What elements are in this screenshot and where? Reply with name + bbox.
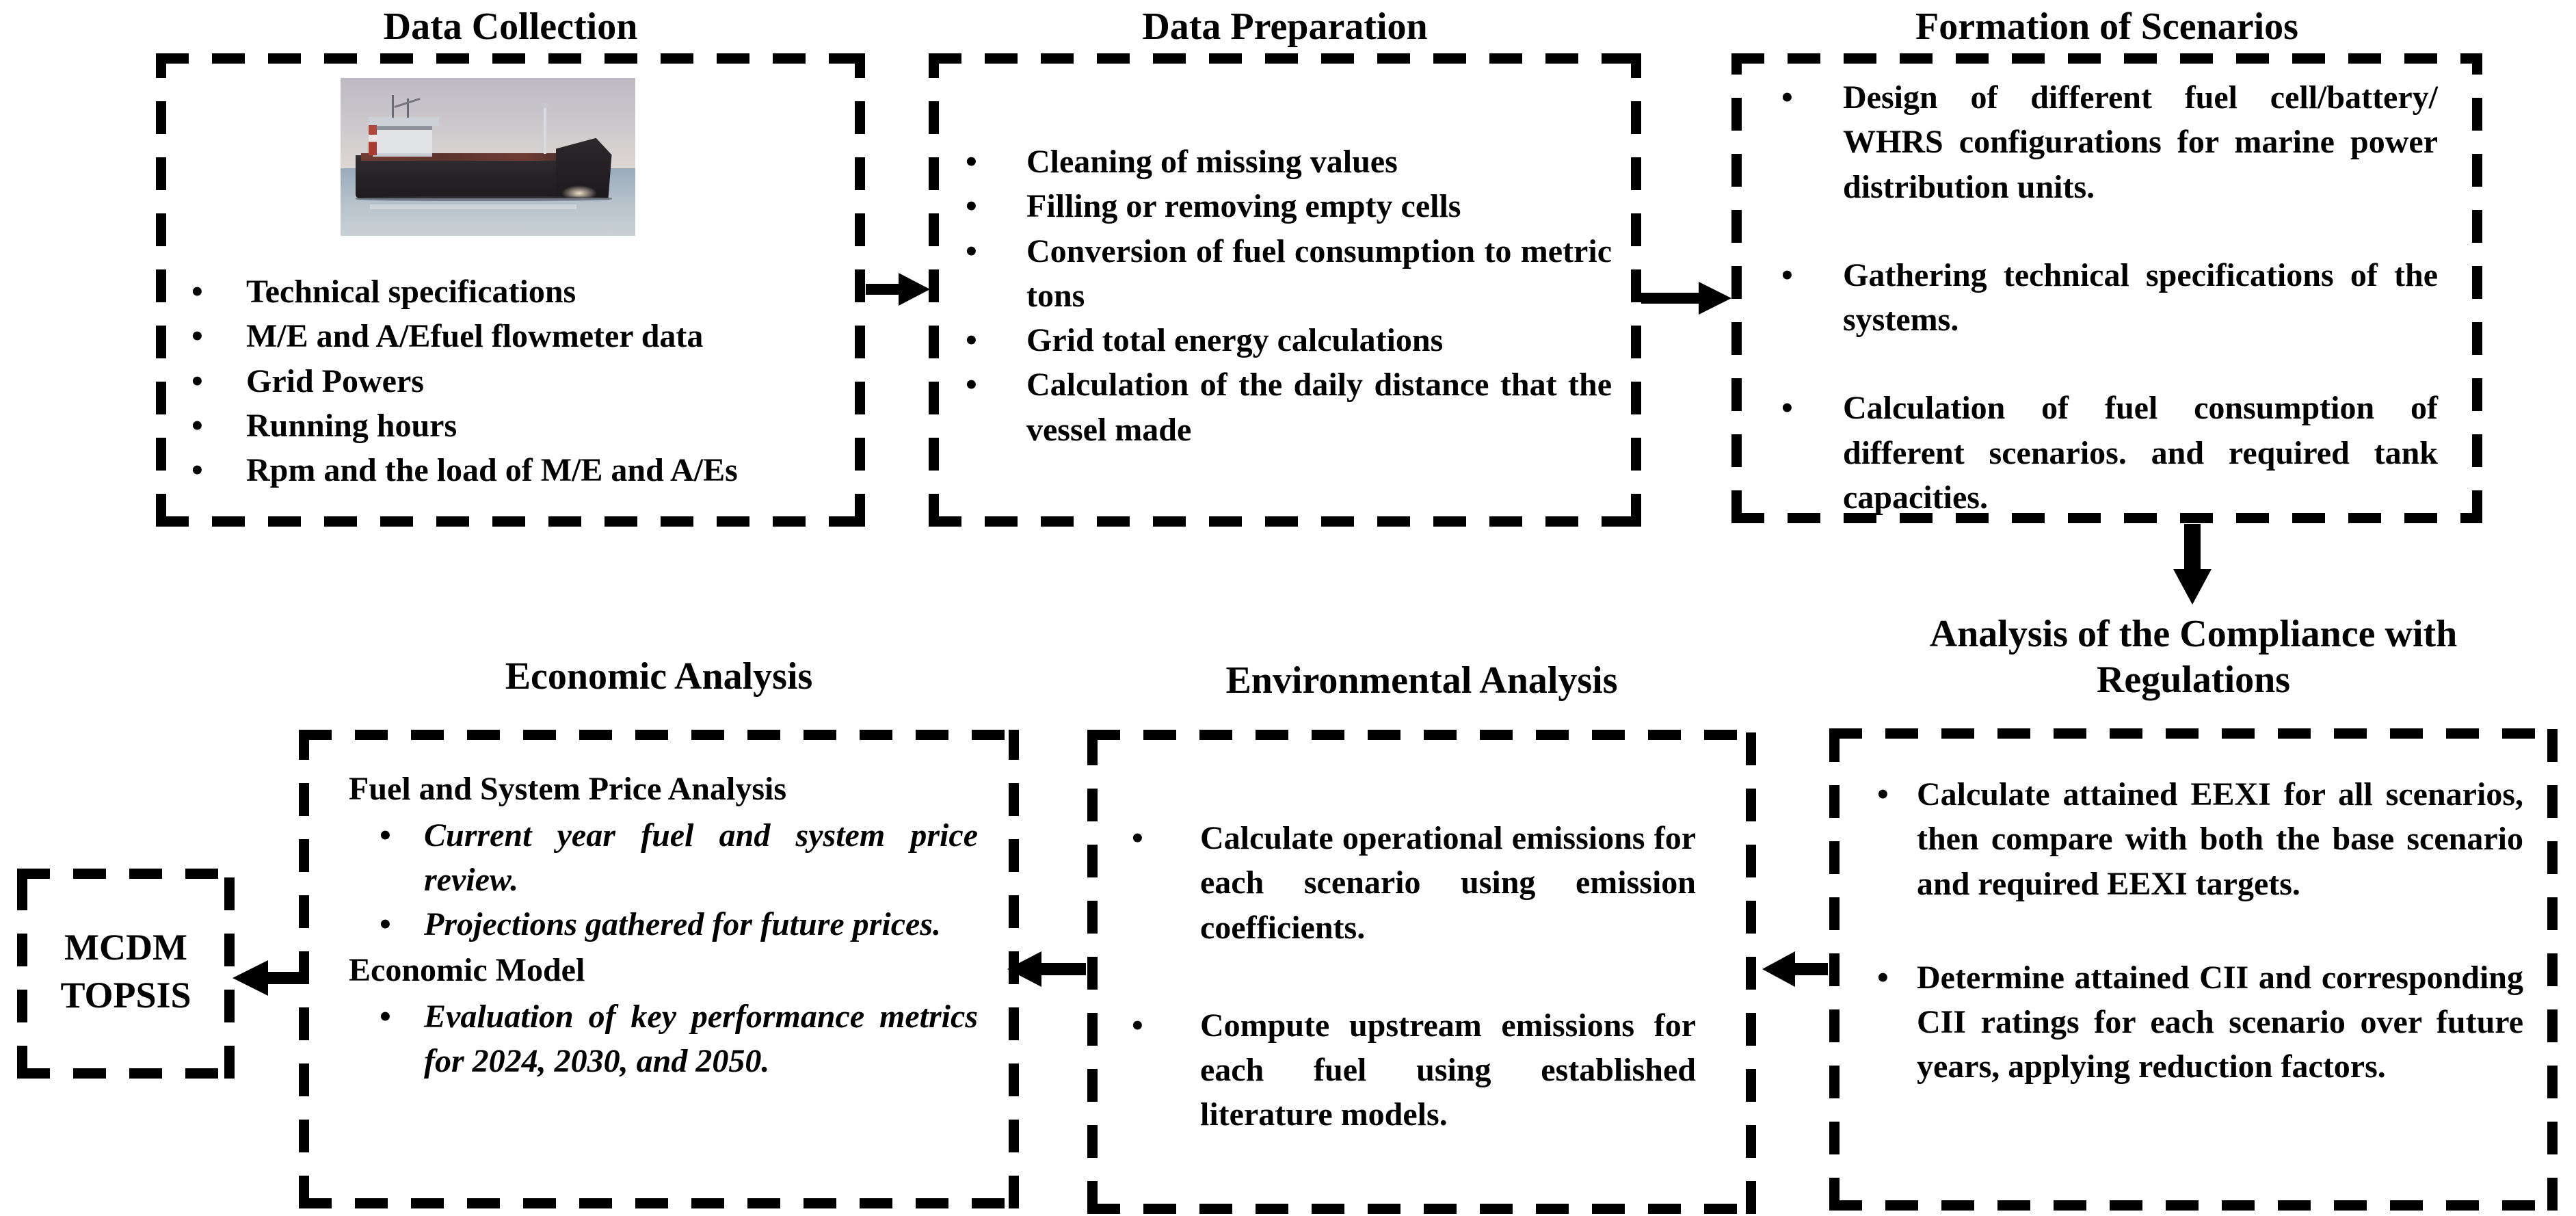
bullet-icon	[191, 314, 246, 358]
bullet-icon	[1877, 772, 1917, 906]
hull-waterline-shadow	[355, 196, 612, 202]
list-item: Grid Powers	[191, 359, 831, 404]
title-economic-analysis: Economic Analysis	[505, 655, 813, 698]
box-compliance-analysis: Calculate attained EEXI for all scenario…	[1829, 728, 2558, 1211]
bullet-icon	[191, 448, 246, 492]
compliance-list: Calculate attained EEXI for all scenario…	[1877, 772, 2523, 1089]
arrow-collection-to-preparation	[866, 273, 930, 306]
list-item: Technical specifications	[191, 269, 831, 314]
list-item: Current year fuel and system price revie…	[380, 813, 978, 903]
data-collection-list: Technical specifications M/E and A/Efuel…	[191, 269, 831, 492]
bullet-icon	[191, 404, 246, 448]
bullet-icon	[1132, 816, 1200, 950]
title-data-collection: Data Collection	[383, 5, 638, 48]
list-item: Gathering technical specifications of th…	[1781, 253, 2438, 343]
economic-model-list: Evaluation of key performance metrics fo…	[380, 994, 978, 1084]
list-item: Running hours	[191, 404, 831, 448]
ship-foremast	[544, 105, 547, 154]
economic-section-heading: Fuel and System Price Analysis	[349, 771, 787, 807]
box-environmental-analysis: Calculate operational emissions for each…	[1087, 730, 1756, 1214]
ship-hull	[355, 155, 585, 198]
sea-reflection	[370, 204, 576, 209]
box-data-preparation: Cleaning of missing values Filling or re…	[929, 53, 1641, 527]
bullet-icon	[1877, 955, 1917, 1089]
bullet-icon	[1781, 386, 1843, 520]
ship-bridge-deck	[368, 116, 440, 127]
economic-price-list: Current year fuel and system price revie…	[380, 813, 978, 947]
bullet-icon	[966, 318, 1026, 362]
bullet-icon	[966, 229, 1026, 319]
ship-mast-aft-1	[392, 95, 395, 118]
bullet-icon	[1132, 1003, 1200, 1137]
list-item: M/E and A/Efuel flowmeter data	[191, 314, 831, 358]
list-item: Filling or removing empty cells	[966, 184, 1612, 228]
box-data-collection: Technical specifications M/E and A/Efuel…	[156, 53, 865, 527]
ship-flag-stripe	[369, 125, 377, 156]
ship-photo	[341, 78, 635, 236]
bullet-icon	[380, 813, 424, 903]
economic-content: Fuel and System Price Analysis Current y…	[349, 765, 981, 1084]
list-item: Projections gathered for future prices.	[380, 902, 978, 947]
environmental-list: Calculate operational emissions for each…	[1132, 816, 1696, 1137]
list-item: Determine attained CII and corresponding…	[1877, 955, 2523, 1089]
list-item: Calculation of fuel consumption of diffe…	[1781, 386, 2438, 520]
list-item: Rpm and the load of M/E and A/Es	[191, 448, 831, 492]
economic-section-heading: Economic Model	[349, 952, 585, 989]
formation-of-scenarios-list: Design of different fuel cell/battery/ W…	[1781, 75, 2438, 520]
bullet-icon	[966, 184, 1026, 228]
arrow-compliance-to-environmental	[1762, 951, 1828, 987]
list-item: Conversion of fuel consumption to metric…	[966, 229, 1612, 319]
box-economic-analysis: Fuel and System Price Analysis Current y…	[299, 730, 1019, 1208]
arrow-scenarios-to-compliance	[2173, 524, 2212, 605]
box-formation-of-scenarios: Design of different fuel cell/battery/ W…	[1731, 53, 2482, 523]
list-item: Calculate operational emissions for each…	[1132, 816, 1696, 950]
list-item: Design of different fuel cell/battery/ W…	[1781, 75, 2438, 209]
ship-deck-cargo-strip	[361, 153, 568, 161]
bullet-icon	[380, 902, 424, 947]
arrow-economic-to-mcdm	[233, 960, 299, 996]
list-item: Calculate attained EEXI for all scenario…	[1877, 772, 2523, 906]
arrow-preparation-to-scenarios	[1641, 282, 1731, 315]
box-mcdm-topsis: MCDM TOPSIS	[17, 869, 235, 1079]
bullet-icon	[966, 362, 1026, 452]
list-item: Compute upstream emissions for each fuel…	[1132, 1003, 1696, 1137]
bullet-icon	[966, 140, 1026, 184]
topsis-label: TOPSIS	[60, 975, 191, 1016]
title-formation-of-scenarios: Formation of Scenarios	[1915, 5, 2298, 48]
arrow-environmental-to-economic	[1007, 951, 1086, 987]
bullet-icon	[191, 269, 246, 314]
bullet-icon	[380, 994, 424, 1084]
title-compliance-analysis: Analysis of the Compliance with Regulati…	[1929, 613, 2458, 702]
list-item: Cleaning of missing values	[966, 140, 1612, 184]
bullet-icon	[1781, 253, 1843, 343]
bullet-icon	[191, 359, 246, 404]
data-preparation-list: Cleaning of missing values Filling or re…	[966, 140, 1612, 452]
mcdm-label: MCDM	[64, 927, 187, 968]
title-data-preparation: Data Preparation	[1142, 5, 1428, 48]
list-item: Grid total energy calculations	[966, 318, 1612, 362]
bullet-icon	[1781, 75, 1843, 209]
ship-bridge-windows	[373, 126, 432, 131]
list-item: Evaluation of key performance metrics fo…	[380, 994, 978, 1084]
list-item: Calculation of the daily distance that t…	[966, 362, 1612, 452]
ship-foremast-top	[541, 102, 549, 108]
ship-mast-aft-2	[406, 98, 409, 118]
title-environmental-analysis: Environmental Analysis	[1225, 659, 1618, 702]
